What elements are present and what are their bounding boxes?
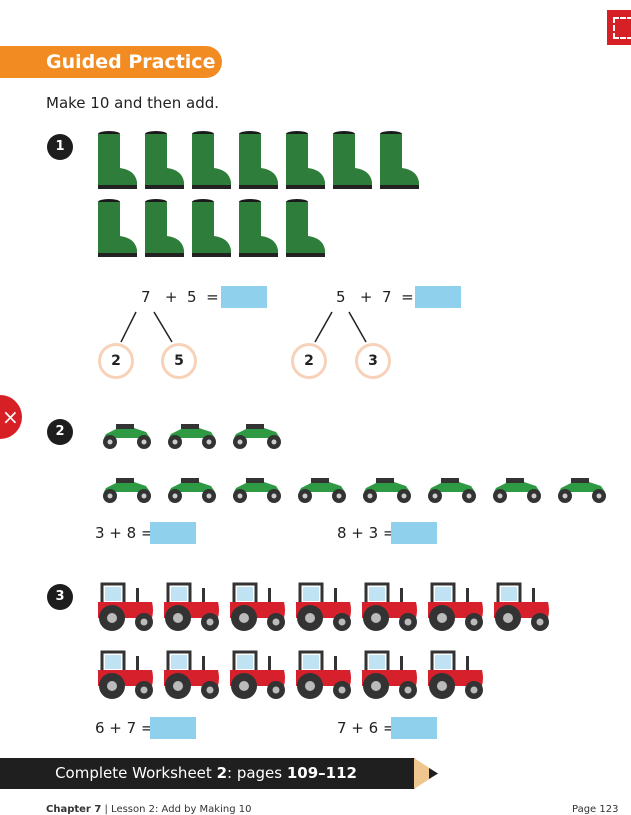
boot-icon bbox=[142, 198, 186, 260]
atv-icon bbox=[228, 474, 286, 504]
footer-text: Complete Worksheet bbox=[55, 764, 217, 782]
tractor-icon bbox=[360, 648, 420, 700]
boot-icon bbox=[236, 130, 280, 192]
bond-circle: 5 bbox=[161, 343, 197, 379]
atv-icon bbox=[163, 474, 221, 504]
question-1-badge: 1 bbox=[47, 134, 73, 160]
bond-circle: 2 bbox=[98, 343, 134, 379]
question-3-badge: 3 bbox=[47, 584, 73, 610]
boot-icon bbox=[95, 130, 139, 192]
chapter: Chapter 7 bbox=[46, 804, 102, 815]
q2-eq1: 3 + 8 = bbox=[95, 524, 154, 542]
page-range: 109–112 bbox=[286, 764, 357, 782]
answer-box[interactable] bbox=[150, 717, 196, 739]
tractor-icon bbox=[96, 648, 156, 700]
atv-icon bbox=[488, 474, 546, 504]
boot-icon bbox=[189, 198, 233, 260]
footer-text: : pages bbox=[227, 764, 287, 782]
atv-icon bbox=[553, 474, 611, 504]
addend: 5 bbox=[336, 288, 346, 306]
atv-icon bbox=[98, 474, 156, 504]
tractor-icon bbox=[294, 648, 354, 700]
question-2-badge: 2 bbox=[47, 419, 73, 445]
boot-icon bbox=[189, 130, 233, 192]
answer-box[interactable] bbox=[391, 717, 437, 739]
expand-icon bbox=[613, 17, 631, 39]
addend: 7 bbox=[141, 288, 151, 306]
operator: + bbox=[164, 288, 178, 306]
answer-box[interactable] bbox=[415, 286, 461, 308]
q3-eq1: 6 + 7 = bbox=[95, 719, 154, 737]
fullscreen-button[interactable] bbox=[607, 10, 631, 45]
boot-icon bbox=[377, 130, 421, 192]
tractor-icon bbox=[294, 580, 354, 632]
worksheet-number: 2 bbox=[216, 764, 227, 782]
bond-circle: 3 bbox=[355, 343, 391, 379]
tractor-icon bbox=[426, 648, 486, 700]
close-button[interactable]: × bbox=[0, 395, 22, 439]
boot-icon bbox=[142, 130, 186, 192]
boot-icon bbox=[95, 198, 139, 260]
boot-icon bbox=[330, 130, 374, 192]
worksheet-bar: Complete Worksheet 2: pages 109–112 bbox=[0, 758, 415, 789]
equals: = bbox=[401, 288, 414, 306]
answer-box[interactable] bbox=[150, 522, 196, 544]
addend: 7 bbox=[381, 288, 392, 306]
q1-eq2: 5 + 7 = bbox=[336, 286, 414, 308]
tractor-icon bbox=[228, 580, 288, 632]
atv-icon bbox=[228, 420, 286, 450]
boot-icon bbox=[283, 130, 327, 192]
chapter-label: Chapter 7 | Lesson 2: Add by Making 10 bbox=[46, 804, 252, 815]
instruction: Make 10 and then add. bbox=[46, 94, 220, 112]
answer-box[interactable] bbox=[391, 522, 437, 544]
page-number: Page 123 bbox=[572, 804, 619, 815]
bond-circle: 2 bbox=[291, 343, 327, 379]
tractor-icon bbox=[492, 580, 552, 632]
atv-icon bbox=[98, 420, 156, 450]
tractor-icon bbox=[228, 648, 288, 700]
lesson: Lesson 2: Add by Making 10 bbox=[111, 804, 252, 815]
operator: + bbox=[359, 288, 373, 306]
boot-icon bbox=[283, 198, 327, 260]
equals: = bbox=[206, 288, 219, 306]
q3-eq2: 7 + 6 = bbox=[337, 719, 396, 737]
tractor-icon bbox=[162, 580, 222, 632]
atv-icon bbox=[293, 474, 351, 504]
tractor-icon bbox=[426, 580, 486, 632]
atv-icon bbox=[358, 474, 416, 504]
q2-eq2: 8 + 3 = bbox=[337, 524, 396, 542]
addend: 5 bbox=[186, 288, 197, 306]
atv-icon bbox=[423, 474, 481, 504]
tractor-icon bbox=[162, 648, 222, 700]
section-banner: Guided Practice bbox=[0, 46, 222, 78]
tractor-icon bbox=[96, 580, 156, 632]
tractor-icon bbox=[360, 580, 420, 632]
close-icon: × bbox=[2, 405, 19, 429]
q1-eq1: 7 + 5 = bbox=[141, 286, 219, 308]
answer-box[interactable] bbox=[221, 286, 267, 308]
boot-icon bbox=[236, 198, 280, 260]
atv-icon bbox=[163, 420, 221, 450]
pencil-tip-icon bbox=[414, 758, 438, 789]
